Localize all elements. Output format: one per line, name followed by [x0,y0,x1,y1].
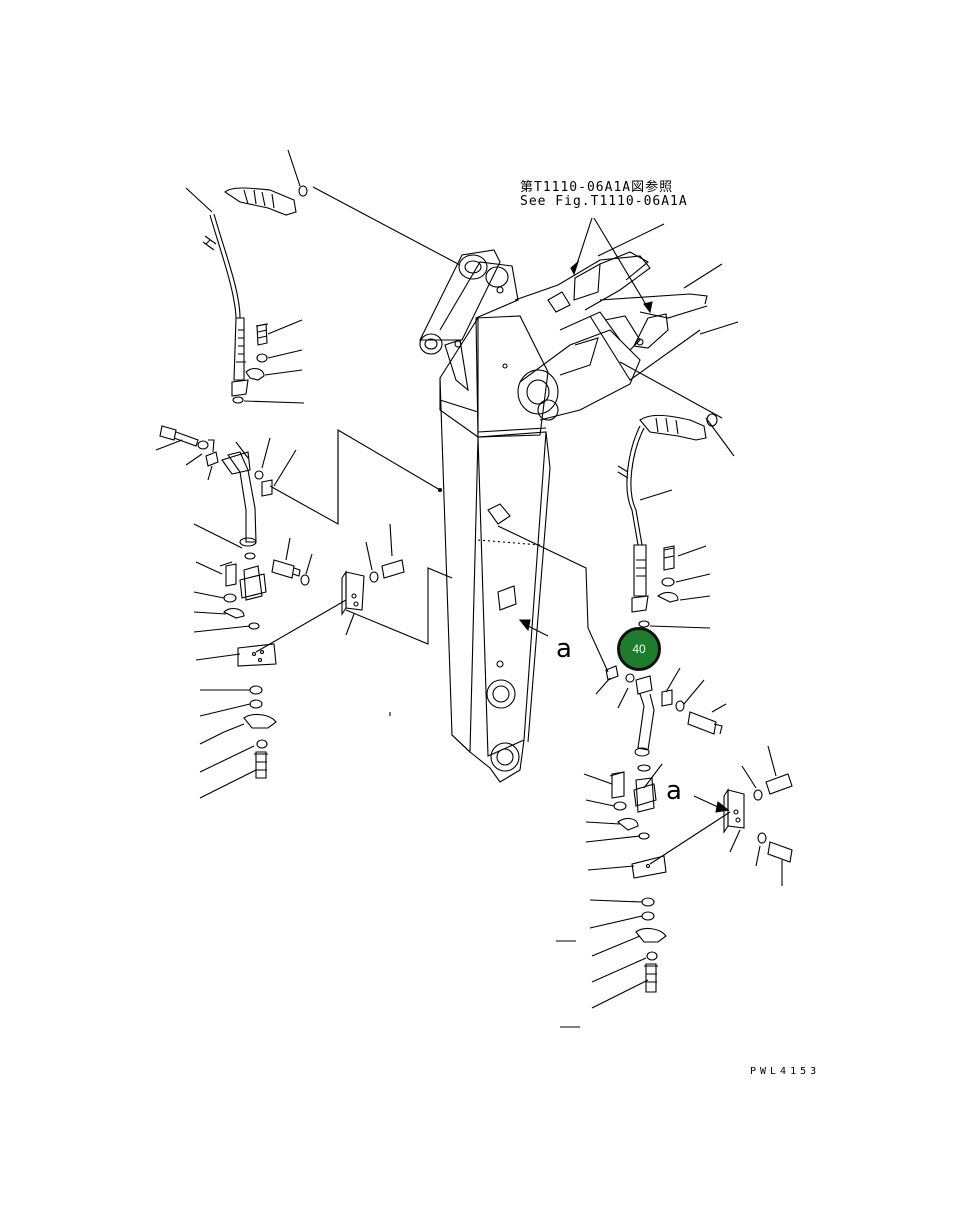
boom-body [514,251,708,421]
reference-arrows [570,217,653,314]
part-callout-40[interactable]: 40 [617,627,661,671]
callout-number: 40 [632,642,646,656]
arm-body [439,315,551,783]
reference-text-en: See Fig.T1110-06A1A [520,194,688,209]
left-hose-assembly [155,185,405,799]
drawing-code: PWL4153 [750,1066,821,1077]
leader-lines-upper [287,149,739,419]
reference-text-jp: 第T1110-06A1A図参照 [520,180,674,195]
view-arrow-a [487,503,609,673]
right-hose-assembly [556,413,793,1028]
view-label-a-detail: a [666,776,682,806]
connection-path [269,429,453,645]
arm-top-bracket [419,249,519,392]
view-label-a-main: a [556,634,572,664]
